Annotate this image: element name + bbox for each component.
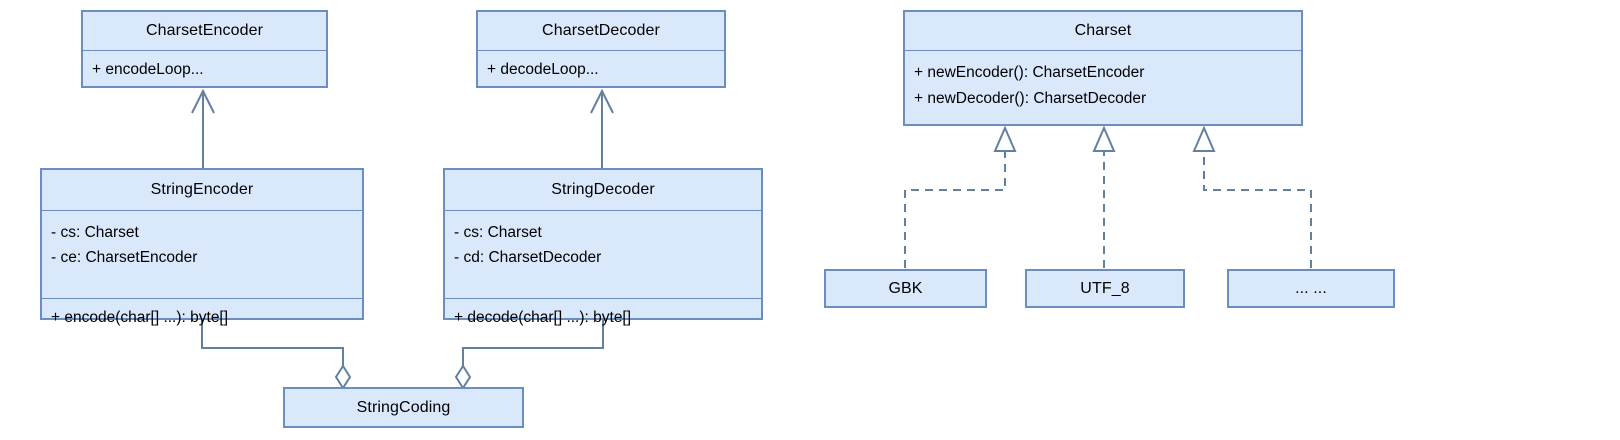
attribute: - cs: Charset (51, 224, 139, 241)
class-title: StringCoding (356, 398, 451, 416)
aggregation-line-decoder (462, 320, 604, 366)
realization-triangle-icon (993, 125, 1017, 152)
class-title: CharsetDecoder (542, 22, 660, 39)
class-title: StringDecoder (551, 181, 655, 198)
class-title: StringEncoder (150, 181, 254, 198)
attribute: - ce: CharsetEncoder (51, 249, 198, 266)
method: + newDecoder(): CharsetDecoder (914, 90, 1147, 107)
class-title: GBK (888, 279, 923, 297)
open-arrowhead-icon (191, 88, 215, 114)
class-other-charsets: ... ... (1227, 269, 1395, 308)
methods-compartment: + decode(char[] ...): byte[] (445, 298, 761, 336)
attribute: - cd: CharsetDecoder (454, 249, 602, 266)
class-title: UTF_8 (1080, 279, 1130, 297)
class-charset: Charset + newEncoder(): CharsetEncoder +… (903, 10, 1303, 126)
class-gbk: GBK (824, 269, 987, 308)
class-charset-encoder: CharsetEncoder + encodeLoop... (81, 10, 328, 88)
class-title: ... ... (1295, 279, 1327, 297)
realization-line-others (1203, 152, 1312, 268)
class-utf-8: UTF_8 (1025, 269, 1185, 308)
methods-compartment: + decodeLoop... (478, 50, 724, 88)
class-title: Charset (1074, 22, 1132, 39)
aggregation-diamond-icon (454, 364, 472, 390)
method: + newEncoder(): CharsetEncoder (914, 64, 1145, 81)
attribute: - cs: Charset (454, 224, 542, 241)
class-string-decoder: StringDecoder - cs: Charset - cd: Charse… (443, 168, 763, 326)
attributes-compartment: - cs: Charset - ce: CharsetEncoder (42, 210, 362, 298)
method: + encodeLoop... (92, 61, 204, 78)
attributes-compartment: - cs: Charset - cd: CharsetDecoder (445, 210, 761, 298)
realization-triangle-icon (1192, 125, 1216, 152)
method: + encode(char[] ...): byte[] (51, 309, 229, 326)
methods-compartment: + encode(char[] ...): byte[] (42, 298, 362, 336)
method: + decodeLoop... (487, 61, 599, 78)
methods-compartment: + encodeLoop... (83, 50, 326, 88)
open-arrowhead-icon (590, 88, 614, 114)
class-string-encoder: StringEncoder - cs: Charset - ce: Charse… (40, 168, 364, 326)
realization-triangle-icon (1092, 125, 1116, 152)
aggregation-line-encoder (201, 320, 344, 366)
method: + decode(char[] ...): byte[] (454, 309, 632, 326)
aggregation-diamond-icon (334, 364, 352, 390)
class-charset-decoder: CharsetDecoder + decodeLoop... (476, 10, 726, 88)
methods-compartment: + newEncoder(): CharsetEncoder + newDeco… (905, 50, 1301, 124)
class-string-coding: StringCoding (283, 387, 524, 428)
class-title: CharsetEncoder (145, 22, 264, 39)
realization-line-gbk (904, 152, 1006, 268)
